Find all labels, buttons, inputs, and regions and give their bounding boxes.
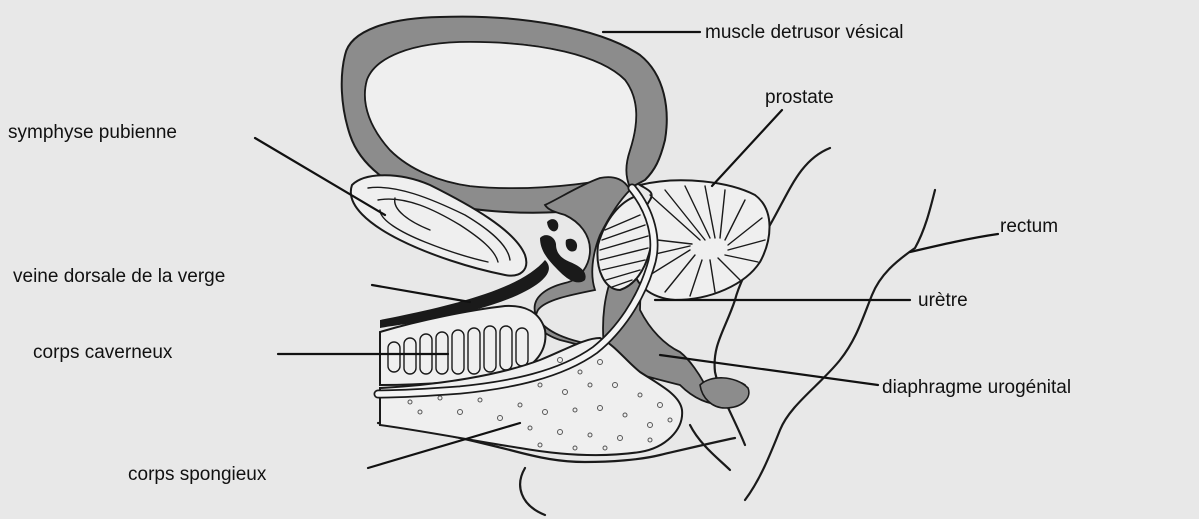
label-corps-caverneux: corps caverneux <box>33 342 173 363</box>
label-rectum: rectum <box>1000 216 1058 237</box>
label-muscle-detrusor: muscle detrusor vésical <box>705 22 904 43</box>
label-veine-dorsale: veine dorsale de la verge <box>13 266 225 287</box>
label-symphyse: symphyse pubienne <box>8 122 177 143</box>
label-diaphragme: diaphragme urogénital <box>882 377 1071 398</box>
label-uretre: urètre <box>918 290 968 311</box>
label-prostate: prostate <box>765 87 834 108</box>
label-corps-spongieux: corps spongieux <box>128 464 267 485</box>
